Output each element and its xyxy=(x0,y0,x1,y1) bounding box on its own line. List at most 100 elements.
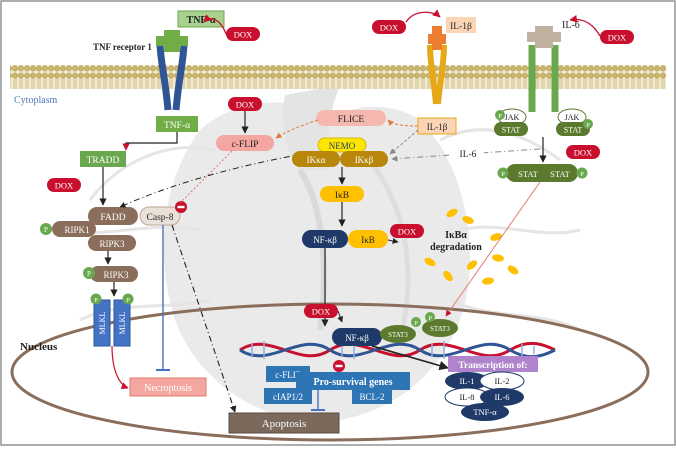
p-label-7: P xyxy=(501,171,505,178)
mlkl-label-2: MLKL xyxy=(118,312,127,335)
p-label-9: P xyxy=(414,320,418,327)
jak-stat-right: JAK STAT P xyxy=(556,108,593,136)
ikba-degradation-label-1: IκBα xyxy=(445,230,467,241)
tnf-to-tradd-arrow xyxy=(122,132,178,151)
casp8-to-apoptosis xyxy=(171,224,237,413)
nfkb-label-1: NF-κβ xyxy=(313,235,337,245)
ikkb-box xyxy=(340,151,388,167)
p-label-2: P xyxy=(87,270,91,278)
stat-dimer: STAT STAT P P xyxy=(497,164,588,182)
jak-label-2: JAK xyxy=(565,113,580,122)
dox-label-5: DOX xyxy=(380,23,398,33)
mlkl-label-1: MLKL xyxy=(98,312,107,335)
stat-to-stat3-arrow xyxy=(445,181,541,317)
dox-label-6: DOX xyxy=(608,33,626,43)
dox-label-2: DOX xyxy=(55,181,73,191)
il1b-to-ikk xyxy=(389,129,419,155)
il8-label: IL-8 xyxy=(459,392,474,402)
ikb-label: IκB xyxy=(335,191,349,201)
tnf-alpha-cyto-label: TNF-α xyxy=(164,121,190,131)
nfkb-label-2: NF-κβ xyxy=(345,333,369,343)
pro-survival-box xyxy=(296,372,410,390)
il6-cyto-bg xyxy=(452,147,484,160)
jak-label-1: JAK xyxy=(505,113,520,122)
dox-arrow-1 xyxy=(203,14,227,35)
bcl2-box xyxy=(352,388,392,404)
tradd-box xyxy=(80,151,126,167)
ciap-box xyxy=(264,388,312,404)
stat-label-3: STAT xyxy=(518,169,538,179)
cytokine-cluster: IL-1 IL-2 IL-8 IL-6 TNF-α xyxy=(444,371,525,421)
flice-label: FLICE xyxy=(338,115,365,125)
dox-label-4: DOX xyxy=(398,227,416,237)
ripk3-label-1: RIPK3 xyxy=(99,239,125,249)
tradd-label: TRADD xyxy=(87,156,120,166)
degradation-fragments xyxy=(424,208,519,285)
dox-arrow-5 xyxy=(405,9,441,23)
phospho-icon-2 xyxy=(83,267,95,279)
apoptosis-label: Apoptosis xyxy=(262,418,307,430)
dox-arrow-6 xyxy=(569,15,601,37)
stat3-label-2: STAT3 xyxy=(430,325,450,333)
cflip-label: c-FLIP xyxy=(232,140,259,150)
stat3-pair: STAT3 STAT3 P P xyxy=(380,312,458,343)
phospho-icon-1 xyxy=(40,223,52,235)
tnf-receptor xyxy=(156,30,188,111)
il1b-cyto-label: IL-1β xyxy=(427,122,448,132)
tnf-alpha-ligand xyxy=(177,10,225,28)
casp8-label: Casp-8 xyxy=(147,213,174,223)
ripk1-label: RIPK1 xyxy=(64,225,89,235)
casp8-box xyxy=(139,206,181,226)
cflip-inhibit-casp8 xyxy=(179,150,233,204)
dox-badge-7: DOX xyxy=(566,145,600,159)
flice-to-cflip xyxy=(275,119,319,139)
transcription-label: Transcription of: xyxy=(458,361,527,371)
p-label-10: P xyxy=(428,315,432,322)
dox-badge-2: DOX xyxy=(47,178,81,192)
dox-label-1: DOX xyxy=(234,30,252,40)
ripk1-box xyxy=(52,221,96,237)
dox-badge-4: DOX xyxy=(390,224,424,238)
il1-label: IL-1 xyxy=(459,376,474,386)
nemo-label: NEMO xyxy=(329,141,356,151)
ciap-label: cIAP1/2 xyxy=(273,392,303,402)
il1b-ligand xyxy=(446,17,476,33)
ripk3-label-2: RIPK3 xyxy=(103,270,129,280)
il1b-to-flice xyxy=(387,119,419,127)
p-label-8: P xyxy=(580,171,584,178)
il6-cyto-label: IL-6 xyxy=(460,150,477,160)
jak-stat-left: JAK STAT P xyxy=(494,108,528,136)
il1b-ligand-label: IL-1β xyxy=(450,22,472,32)
il6-receptor xyxy=(527,26,561,112)
nemo-box xyxy=(317,137,367,153)
stat-label-2: STAT xyxy=(564,126,583,135)
ikka-box xyxy=(292,151,340,167)
tnfa-nuc-label: TNF-α xyxy=(473,407,497,417)
apoptosis-box xyxy=(228,412,340,434)
mlkl-pair: P P MLKL MLKL xyxy=(90,293,134,347)
cytoplasm-label: Cytoplasm xyxy=(14,95,58,106)
flice-box xyxy=(316,110,386,126)
ikb-box xyxy=(320,186,364,202)
bcl2-label: BCL-2 xyxy=(359,392,384,402)
ikka-label: IKκα xyxy=(307,155,326,165)
ikkb-label: IKκβ xyxy=(355,155,374,165)
necroptosis-box xyxy=(129,377,207,397)
ripk3-box-1 xyxy=(88,235,136,251)
dox-badge-6: DOX xyxy=(600,30,634,44)
dox-label-3: DOX xyxy=(236,100,254,110)
il2-label: IL-2 xyxy=(494,376,509,386)
ikb-label-2: IκB xyxy=(361,235,375,245)
cell-membrane xyxy=(10,65,666,89)
il6-ligand-label: IL-6 xyxy=(562,20,580,31)
il6-nuc-label: IL-6 xyxy=(494,392,509,402)
cflip-nuc-label: c-FLIP xyxy=(275,370,301,380)
tnf-alpha-ligand-label: TNF-α xyxy=(187,15,216,26)
dox-label-7: DOX xyxy=(574,148,592,158)
ripk3-box-2 xyxy=(90,266,138,282)
dox-label-8: DOX xyxy=(312,307,330,317)
ikba-degradation-label-2: degradation xyxy=(430,242,482,253)
p-label-5: P xyxy=(498,113,502,120)
nucleus-label: Nucleus xyxy=(20,341,58,353)
